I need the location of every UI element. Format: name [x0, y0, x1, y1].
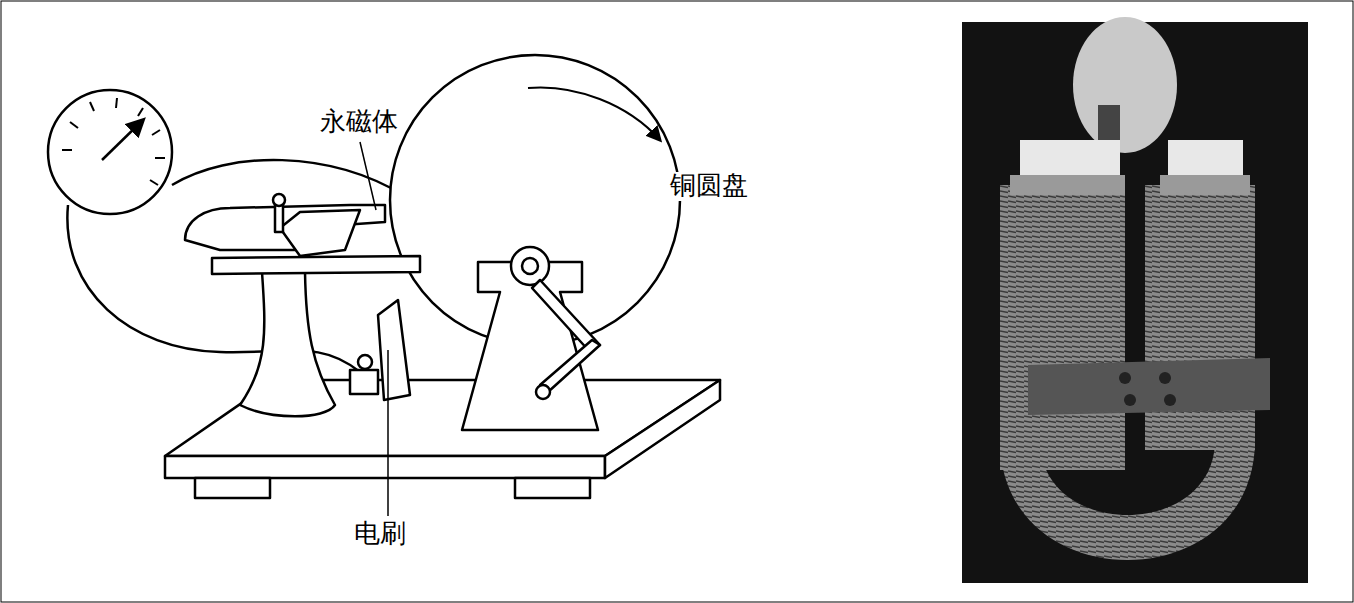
- part-label: 永磁体: [318, 108, 400, 137]
- part-label: 电刷: [352, 520, 408, 549]
- electromagnet-photo: [962, 17, 1308, 583]
- part-label: 铜圆盘: [668, 172, 750, 201]
